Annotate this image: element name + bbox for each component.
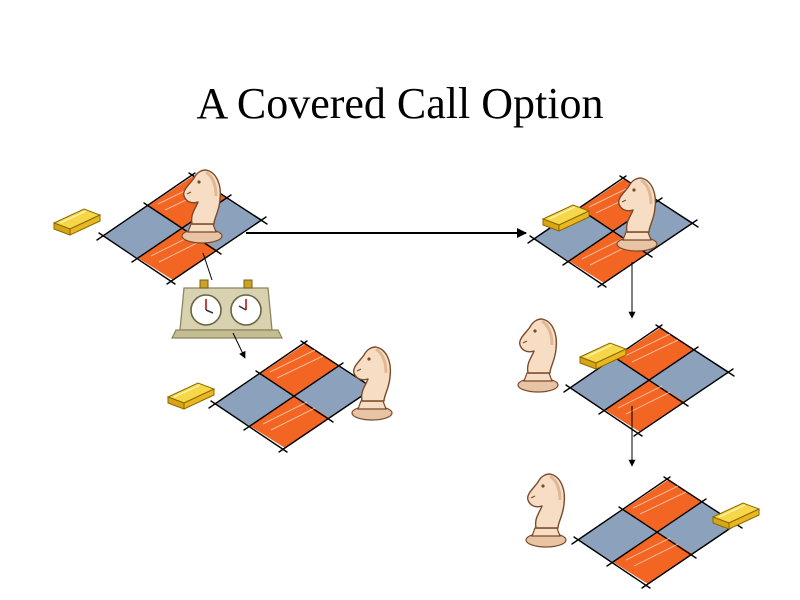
chess-knight-icon — [524, 472, 568, 549]
gold-bar-icon — [167, 382, 215, 410]
clock-connector-line — [202, 252, 213, 281]
chess-clock-icon — [171, 279, 283, 339]
chess-board-icon — [96, 172, 268, 285]
gold-bar-icon — [53, 208, 101, 236]
initial-state-group — [53, 168, 268, 285]
chess-board-icon — [571, 476, 743, 589]
chess-board-icon — [527, 175, 699, 288]
right-middle-state-group — [516, 317, 735, 437]
gold-bar-icon — [712, 502, 760, 530]
expiry-arrow — [232, 332, 246, 359]
right-bottom-state-group — [524, 472, 760, 589]
chess-knight-icon — [516, 317, 560, 394]
right-top-state-group — [527, 175, 699, 288]
chess-board-icon — [563, 324, 735, 437]
chess-board-icon — [208, 340, 380, 453]
unexercised-state-group — [167, 340, 394, 453]
slide-title: A Covered Call Option — [196, 79, 604, 128]
